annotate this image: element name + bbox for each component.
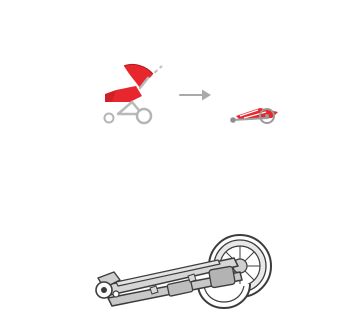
arrow-right-icon xyxy=(178,88,214,102)
stroller-folded-icon xyxy=(228,102,282,128)
folded-chassis-icon xyxy=(90,228,280,320)
stroller-unfolded-icon xyxy=(96,56,170,128)
